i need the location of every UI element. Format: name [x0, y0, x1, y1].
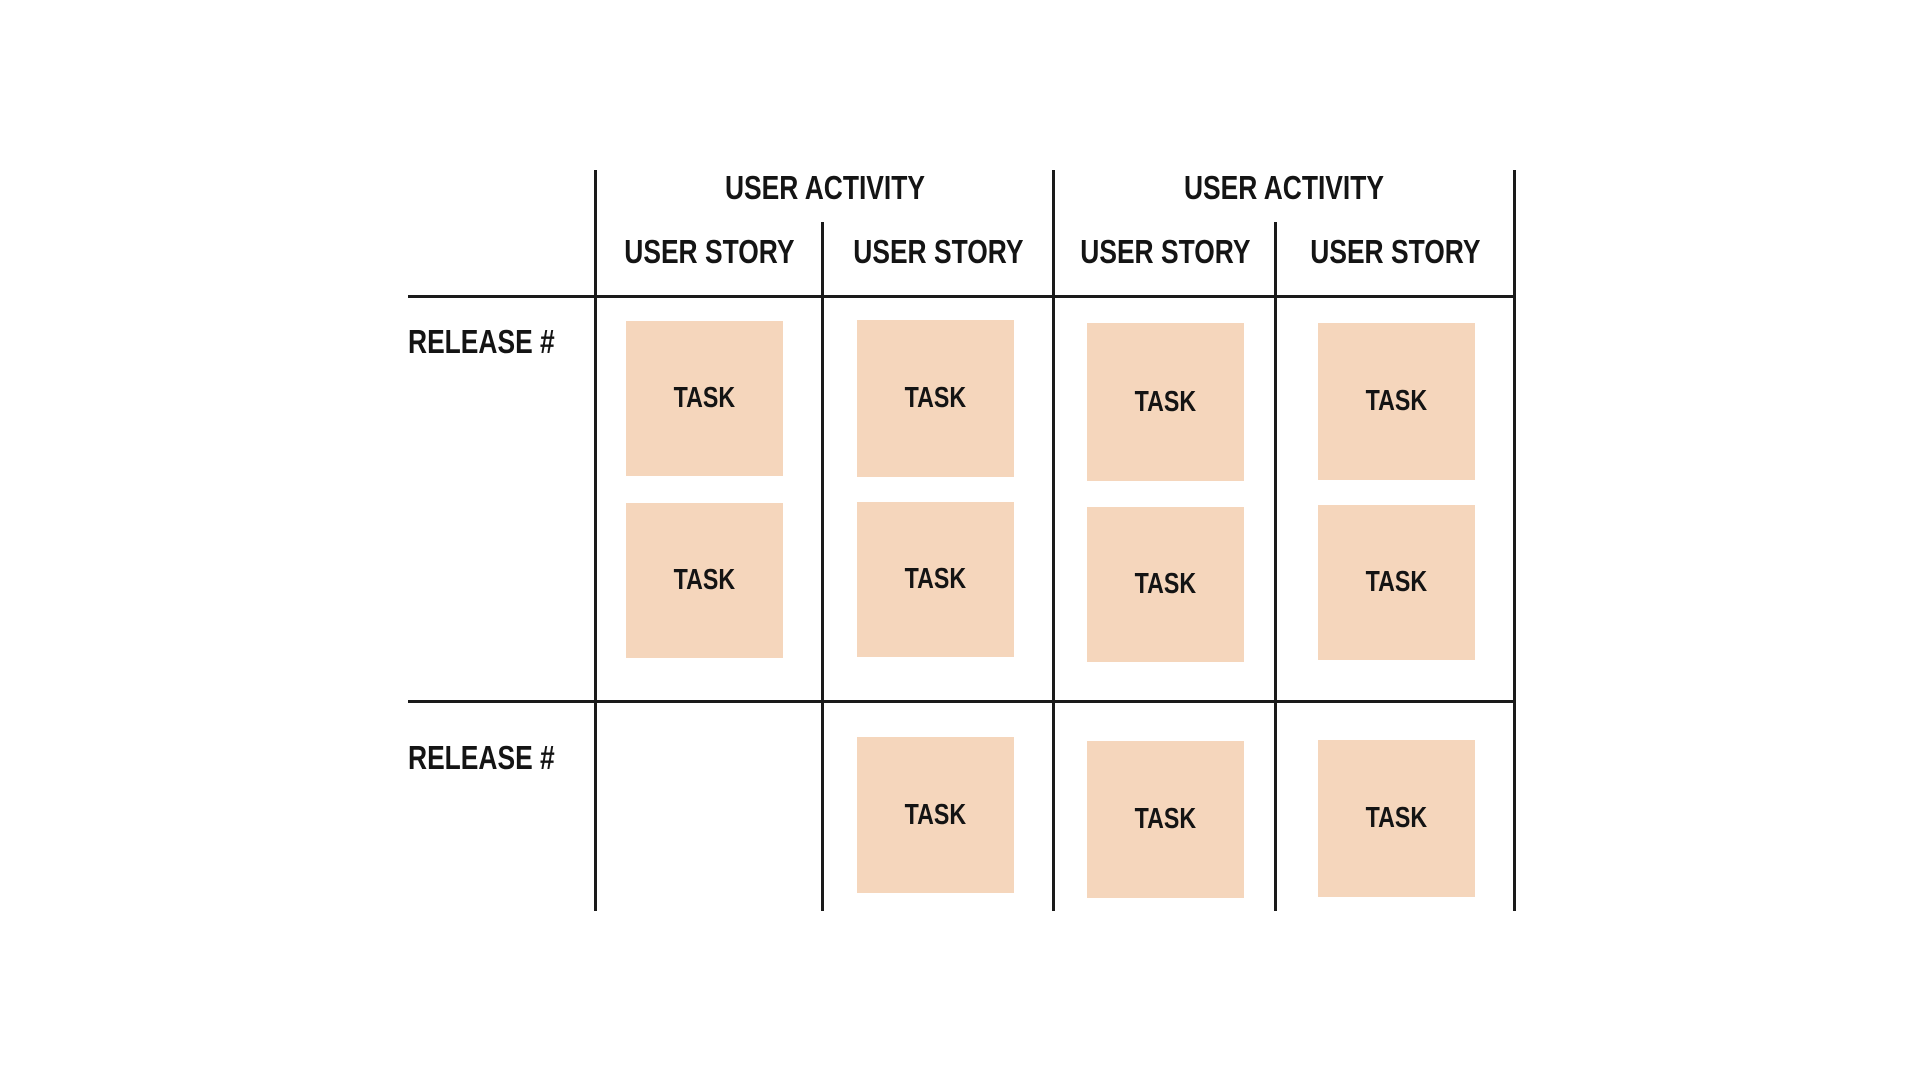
user-activity-label: USER ACTIVITY [1184, 168, 1384, 206]
task-card[interactable]: TASK [857, 737, 1014, 893]
release-label-2: RELEASE # [408, 740, 588, 774]
user-story-label: USER STORY [624, 232, 795, 270]
grid-vline-story1-2-divider [821, 222, 824, 911]
grid-vline-activity-divider [1052, 170, 1055, 911]
user-story-header-1: USER STORY [596, 234, 823, 268]
release-label-text: RELEASE # [408, 738, 555, 776]
grid-vline-right-edge [1513, 170, 1516, 911]
release-label-1: RELEASE # [408, 324, 588, 358]
task-card-label: TASK [673, 382, 736, 414]
user-story-header-4: USER STORY [1276, 234, 1514, 268]
task-card[interactable]: TASK [1318, 740, 1475, 897]
grid-vline-story3-4-divider [1274, 222, 1277, 911]
task-card[interactable]: TASK [857, 502, 1014, 657]
user-story-header-3: USER STORY [1054, 234, 1276, 268]
user-activity-header-2: USER ACTIVITY [1054, 170, 1514, 204]
user-story-header-2: USER STORY [823, 234, 1054, 268]
grid-vline-activity1-left [594, 170, 597, 911]
task-card-label: TASK [1134, 803, 1197, 835]
grid-hline-release-divider [408, 700, 1516, 703]
task-card-label: TASK [673, 564, 736, 596]
user-story-label: USER STORY [1309, 232, 1481, 270]
task-card[interactable]: TASK [857, 320, 1014, 477]
task-card[interactable]: TASK [1087, 741, 1244, 898]
task-card[interactable]: TASK [1318, 323, 1475, 480]
task-card[interactable]: TASK [626, 321, 783, 476]
task-card-label: TASK [904, 798, 967, 831]
task-card-label: TASK [1134, 385, 1197, 418]
task-card[interactable]: TASK [1318, 505, 1475, 660]
user-activity-header-1: USER ACTIVITY [596, 170, 1054, 204]
user-activity-label: USER ACTIVITY [725, 168, 925, 206]
task-card-label: TASK [904, 563, 967, 595]
release-label-text: RELEASE # [408, 322, 555, 360]
task-card-label: TASK [1365, 566, 1428, 598]
task-card-label: TASK [1134, 568, 1197, 600]
user-story-label: USER STORY [853, 232, 1024, 270]
user-story-label: USER STORY [1079, 232, 1251, 270]
task-card-label: TASK [1365, 385, 1428, 417]
task-card-label: TASK [904, 382, 967, 414]
grid-hline-header-divider [408, 295, 1516, 298]
task-card-label: TASK [1365, 802, 1428, 834]
task-card[interactable]: TASK [626, 503, 783, 658]
task-card[interactable]: TASK [1087, 507, 1244, 662]
task-card[interactable]: TASK [1087, 323, 1244, 481]
